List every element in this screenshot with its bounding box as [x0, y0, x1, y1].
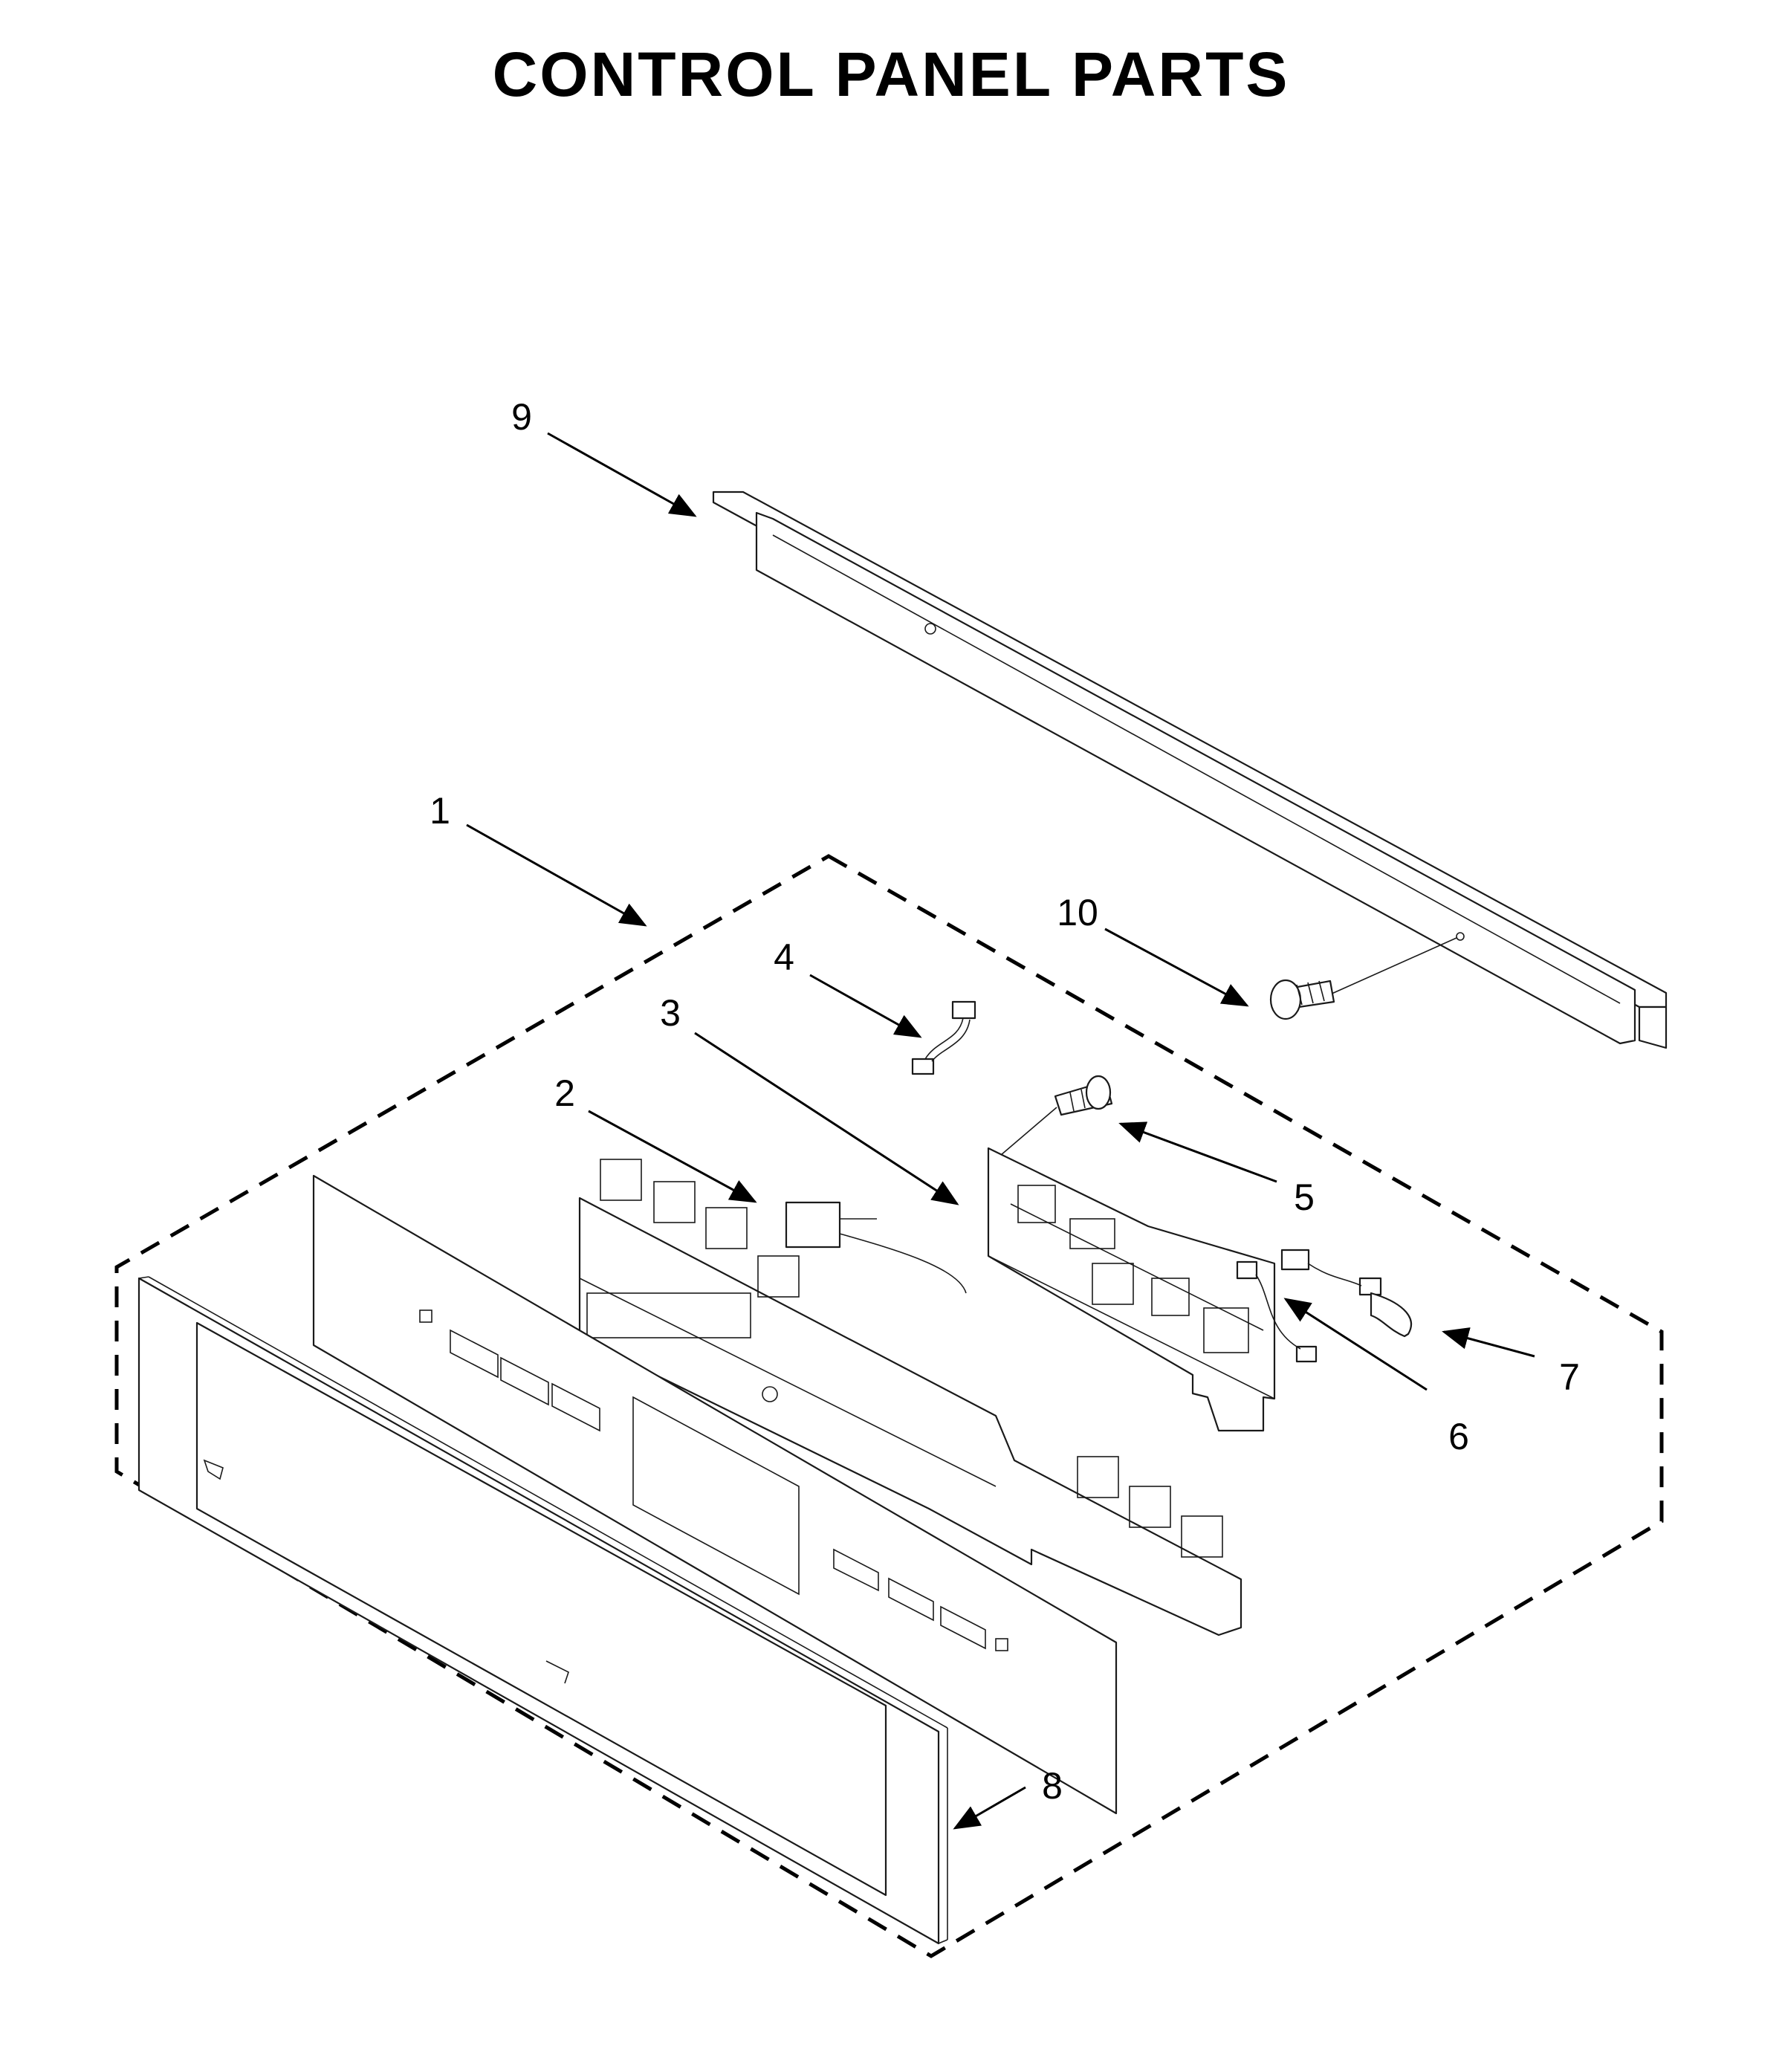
wire-harness-4-part: [911, 1000, 976, 1075]
callout-labels: 9 1 10 4 3 2 5 7 6 8: [430, 396, 1580, 1807]
control-board-2-part: [578, 1159, 1242, 1636]
screw-10-part: [1269, 937, 1457, 1020]
callout-5: 5: [1294, 1176, 1315, 1218]
leader-7: [1442, 1327, 1535, 1358]
assembly-boundary: [114, 854, 1664, 1958]
leader-4: [809, 974, 922, 1038]
leader-lines: [466, 432, 1535, 1830]
leader-2: [588, 1110, 757, 1203]
callout-6: 6: [1448, 1416, 1469, 1457]
leader-3: [694, 1032, 959, 1205]
callout-10: 10: [1057, 892, 1098, 933]
callout-8: 8: [1042, 1765, 1063, 1807]
callout-2: 2: [554, 1072, 575, 1114]
leader-8: [953, 1786, 1026, 1830]
callout-9: 9: [511, 396, 532, 438]
leader-10: [1104, 927, 1249, 1007]
screw-5-part: [995, 1075, 1113, 1160]
callout-1: 1: [430, 790, 450, 832]
leader-9: [547, 432, 697, 517]
overlay-panel-part: [312, 1174, 1118, 1815]
page-title: CONTROL PANEL PARTS: [492, 39, 1290, 109]
callout-3: 3: [660, 992, 681, 1034]
leader-5: [1118, 1121, 1277, 1183]
wire-harness-7-part: [1280, 1249, 1413, 1338]
control-housing-3-part: [987, 1147, 1276, 1432]
leader-1: [466, 823, 647, 927]
callout-4: 4: [774, 936, 794, 978]
connector-6-part: [1236, 1260, 1318, 1363]
trim-bracket-part: [712, 491, 1668, 1049]
callout-7: 7: [1559, 1356, 1580, 1398]
leader-6: [1283, 1298, 1428, 1391]
front-frame-8-part: [137, 1276, 948, 1945]
